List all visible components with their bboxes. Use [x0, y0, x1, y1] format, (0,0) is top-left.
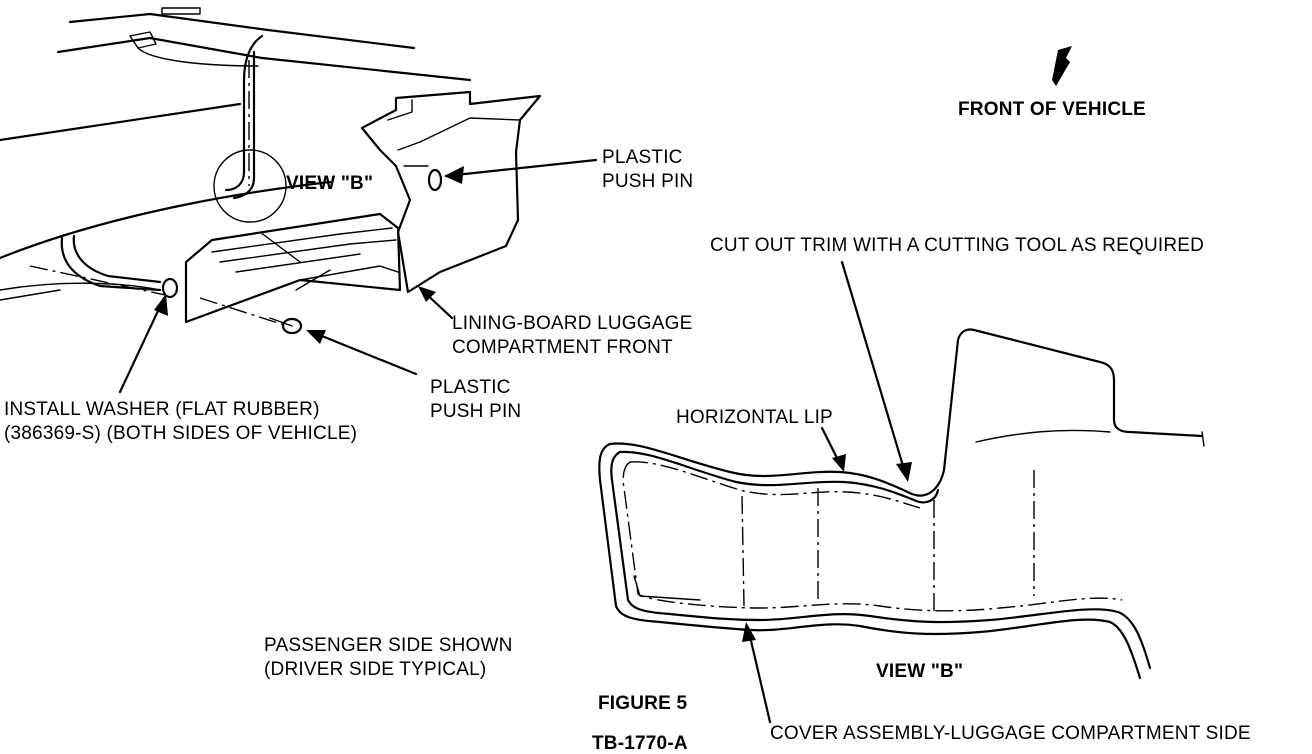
lining-board-label: LINING-BOARD LUGGAGE COMPARTMENT FRONT	[452, 312, 693, 360]
lining-board-assembly	[161, 90, 542, 335]
plastic-push-pin-top-line-1: PLASTIC	[602, 147, 683, 168]
view-b-title: VIEW "B"	[876, 661, 964, 682]
view-b-circle	[213, 149, 287, 223]
cut-out-trim-label: CUT OUT TRIM WITH A CUTTING TOOL AS REQU…	[710, 235, 1205, 256]
lining-board-line-2: COMPARTMENT FRONT	[452, 337, 673, 358]
cover-assembly-label: COVER ASSEMBLY-LUGGAGE COMPARTMENT SIDE	[770, 723, 1251, 744]
tb-number-label: TB-1770-A	[592, 733, 688, 754]
front-of-vehicle-arrow-icon	[1052, 46, 1072, 86]
install-washer-line-2: (386369-S) (BOTH SIDES OF VEHICLE)	[4, 423, 358, 444]
passenger-side-line-2: (DRIVER SIDE TYPICAL)	[264, 659, 487, 680]
leader-lines	[118, 158, 912, 724]
plastic-push-pin-top-line-2: PUSH PIN	[602, 171, 694, 192]
lining-board-line-1: LINING-BOARD LUGGAGE	[452, 313, 693, 334]
view-b-callout-label: VIEW "B"	[286, 173, 374, 194]
plastic-push-pin-bottom-label: PLASTIC PUSH PIN	[430, 376, 521, 424]
plastic-push-pin-bottom-line-2: PUSH PIN	[430, 401, 522, 422]
install-washer-label: INSTALL WASHER (FLAT RUBBER) (386369-S) …	[4, 398, 357, 446]
plastic-push-pin-bottom-line-1: PLASTIC	[430, 377, 511, 398]
plastic-push-pin-top-label: PLASTIC PUSH PIN	[602, 146, 693, 194]
vehicle-body-lines	[0, 7, 472, 301]
figure-label: FIGURE 5	[598, 693, 688, 714]
front-of-vehicle-label: FRONT OF VEHICLE	[958, 99, 1146, 120]
horizontal-lip-label: HORIZONTAL LIP	[676, 407, 833, 428]
install-washer-line-1: INSTALL WASHER (FLAT RUBBER)	[4, 399, 320, 420]
view-b-detail	[598, 328, 1205, 680]
passenger-side-line-1: PASSENGER SIDE SHOWN	[264, 635, 513, 656]
passenger-side-label: PASSENGER SIDE SHOWN (DRIVER SIDE TYPICA…	[264, 634, 513, 682]
